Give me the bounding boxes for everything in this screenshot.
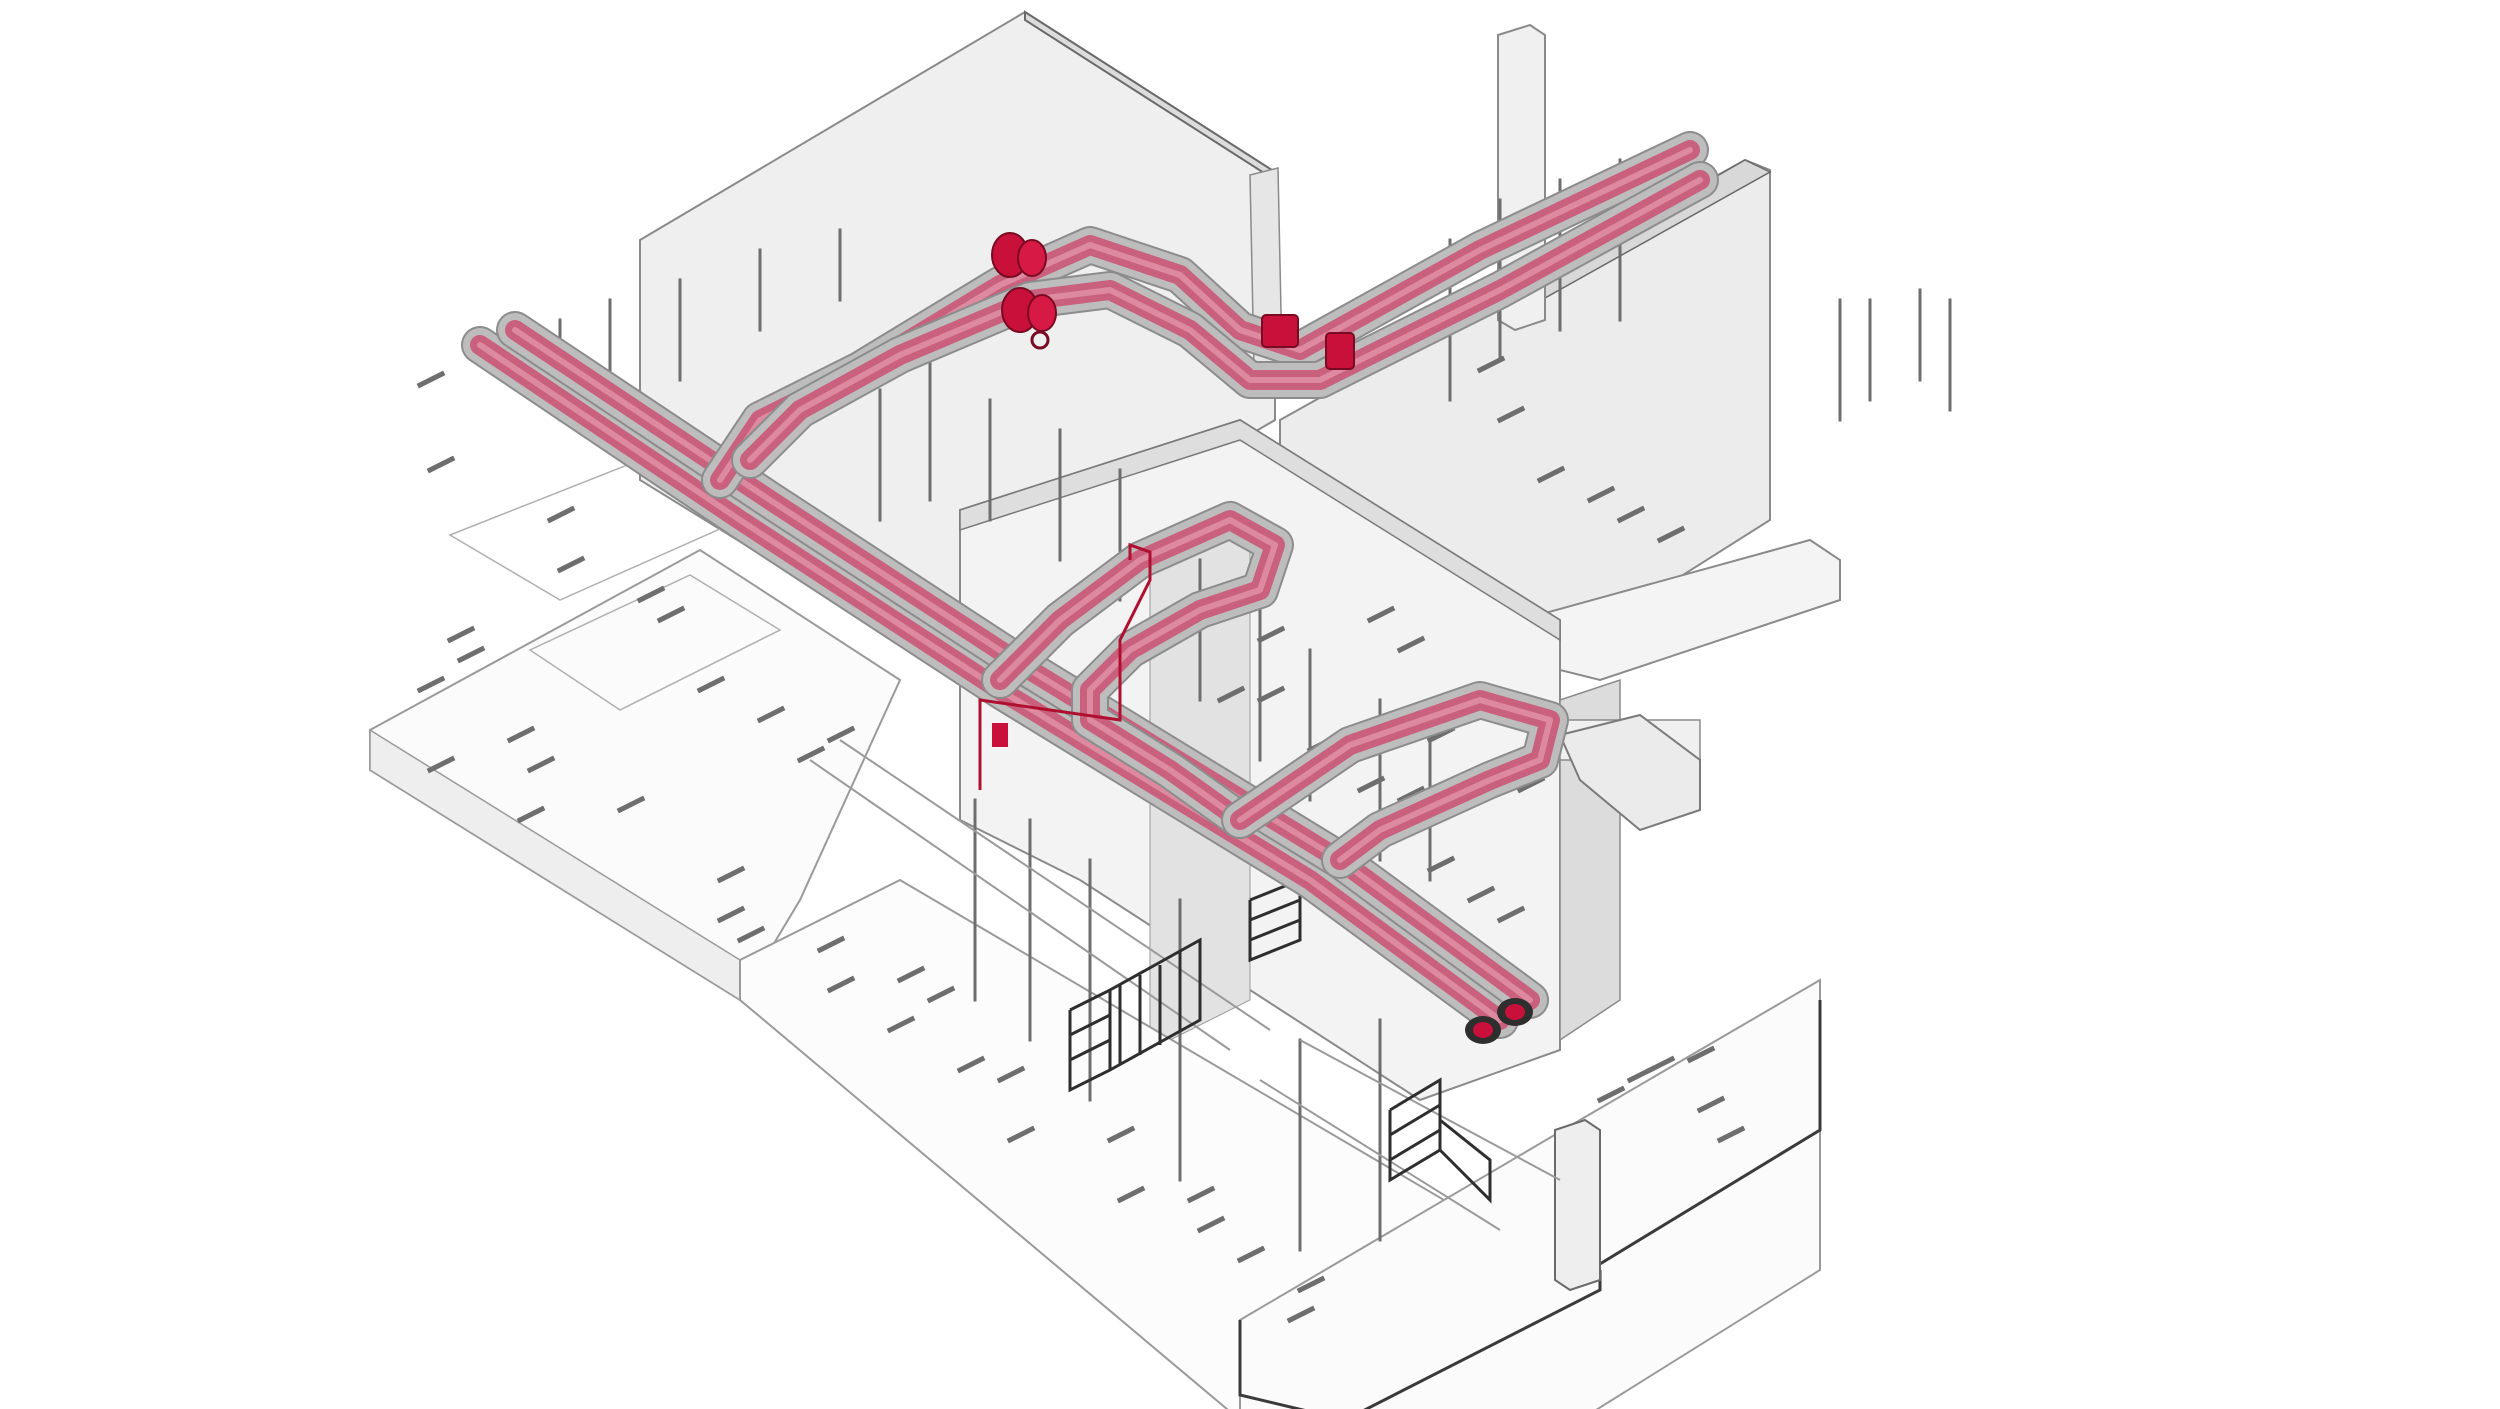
pipe-hanger-icon <box>1006 1125 1036 1144</box>
pipe-hanger-icon <box>816 935 846 954</box>
floor-slab-right <box>1239 978 1821 1409</box>
pipe-hanger-icon <box>426 455 456 474</box>
floor-edge-dark <box>1238 1270 1602 1409</box>
pipe-end-cap <box>1465 998 1533 1044</box>
railing-frame <box>1388 1077 1492 1204</box>
pipe-hanger-icon <box>1106 1125 1136 1144</box>
pipe-hanger-icon <box>956 1055 986 1074</box>
pipe-hanger-icon <box>1186 1185 1216 1204</box>
pipe-hanger-icon <box>656 605 686 624</box>
pipe-hanger-icon <box>636 585 666 604</box>
lower-pillar <box>1554 1118 1601 1292</box>
valve-flange-icon <box>1261 314 1299 348</box>
stair-stringer <box>1259 1079 1501 1231</box>
pipe-hanger-icon <box>1596 1085 1626 1104</box>
pipe-run <box>1221 681 1569 879</box>
pipe-hanger-icon <box>826 725 856 744</box>
pipe-hanger-icon <box>926 985 956 1004</box>
pipe-hanger-icon <box>716 865 746 884</box>
railing-frame <box>1068 937 1202 1093</box>
pipe-run <box>731 161 1719 479</box>
pipe-highlight <box>1237 697 1553 863</box>
pipe-hanger-icon <box>546 505 576 524</box>
pipe-hanger-icon <box>1256 625 1286 644</box>
pipe-hanger-icon <box>896 965 926 984</box>
pipe-hanger-icon <box>1476 355 1506 374</box>
pipe-hanger-icon <box>1196 1215 1226 1234</box>
pipe-hanger-icon <box>416 370 446 389</box>
pipe-hanger-icon <box>1236 1245 1266 1264</box>
pipe-hanger-icon <box>756 705 786 724</box>
pipe-hanger-icon <box>1496 405 1526 424</box>
pipe-run <box>981 501 1294 839</box>
pipe-highlight <box>997 517 1278 823</box>
pipe-hanger-icon <box>1366 605 1396 624</box>
right-small-box <box>1558 713 1701 832</box>
red-branch-line <box>978 542 1152 790</box>
pipe-hanger-icon <box>1586 485 1616 504</box>
left-platform-2 <box>528 574 782 711</box>
pipe-hanger-icon <box>1466 885 1496 904</box>
pipe-hanger-icon <box>1356 775 1386 794</box>
pipe-hanger-icon <box>1686 1045 1716 1064</box>
pipe-hanger-icon <box>1536 465 1566 484</box>
pipe-hanger-icon <box>456 645 486 664</box>
pipe-hanger-icon <box>506 725 536 744</box>
valve-flange-icon <box>1325 332 1355 370</box>
pipe-hanger-icon <box>996 1065 1026 1084</box>
pipe-hanger-icon <box>716 905 746 924</box>
pipe-hanger-icon <box>1396 635 1426 654</box>
pipe-network <box>461 131 1719 1039</box>
central-shaft-top <box>959 419 1561 642</box>
pipe-hanger-icon <box>826 975 856 994</box>
pipe-hanger-icon <box>1496 905 1526 924</box>
pipe-hanger-icon <box>1716 1125 1746 1144</box>
pipe-hanger-icon <box>446 625 476 644</box>
valves <box>978 232 1533 1044</box>
stair-stringer <box>839 739 1271 1031</box>
pipe-hanger-icon <box>416 675 446 694</box>
pipe-hanger-icon <box>1696 1095 1726 1114</box>
valve-flange-icon <box>1001 287 1057 350</box>
pipe-hanger-icon <box>1116 1185 1146 1204</box>
pipe-hanger-icon <box>1426 855 1456 874</box>
pipe-hanger-icon <box>1216 685 1246 704</box>
pipe-hanger-icon <box>1286 1305 1316 1324</box>
pipe-hanger-icon <box>516 805 546 824</box>
pipe-hanger-icon <box>1296 1275 1326 1294</box>
valve-flange-icon <box>991 232 1047 278</box>
pipe-hanger-icon <box>1256 685 1286 704</box>
railing-frame <box>1248 877 1302 963</box>
pipe-hanger-icon <box>526 755 556 774</box>
pipe-hanger-icon <box>736 925 766 944</box>
pipe-hanger-icon <box>886 1015 916 1034</box>
stairs-and-railings <box>809 739 1561 1231</box>
pipe-hanger-icon <box>1656 525 1686 544</box>
pipe-hanger-icon <box>696 675 726 694</box>
pipe-hanger-icon <box>1646 1055 1676 1074</box>
pipe-hanger-icon <box>1396 785 1426 804</box>
pipe-hanger-icon <box>556 555 586 574</box>
pipe-hanger-icon <box>1616 505 1646 524</box>
pipe-hanger-icon <box>796 745 826 764</box>
pipe-hanger-icon <box>426 755 456 774</box>
pipe-highlight <box>747 177 1703 463</box>
pipe-hanger-icon <box>616 795 646 814</box>
valve-flange-icon <box>992 723 1008 747</box>
